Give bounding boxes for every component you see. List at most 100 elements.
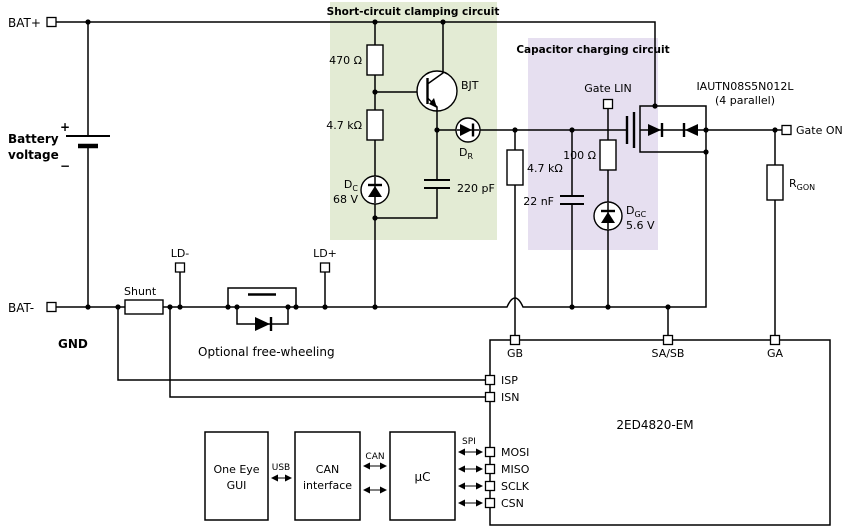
capacitor-220pf-symbol (424, 179, 450, 189)
charge-region (528, 38, 658, 250)
terminal-bat-plus (46, 16, 57, 28)
bjt-emitter-lead (426, 97, 438, 130)
resistor-100 (599, 139, 617, 171)
junction-dot (605, 304, 611, 310)
can-label-line1: CAN (316, 463, 339, 476)
gnd-label: GND (58, 337, 88, 351)
junction-dot (322, 304, 328, 310)
mosfet-body-diode-a (648, 124, 661, 136)
mcu-label: µC (414, 470, 430, 484)
junction-dots (85, 19, 778, 310)
junction-dot (434, 127, 440, 133)
top-rail-wire (56, 21, 656, 106)
zener-dgc-symbol (593, 201, 623, 231)
resistor-100-label: 100 Ω (563, 149, 596, 162)
capacitor-220pf-plates (424, 179, 450, 189)
freewheel-mosfet-symbol (227, 287, 297, 331)
junction-dot (569, 304, 575, 310)
zener-dgc-value: 5.6 V (626, 219, 655, 232)
junction-dot (512, 127, 518, 133)
resistor-rgon (766, 164, 784, 201)
zener-dgc-label: DGC (626, 204, 647, 219)
battery-minus-sign: − (60, 159, 70, 173)
can-interface-box (294, 431, 361, 521)
usb-label: USB (272, 463, 290, 473)
bjt-label: BJT (461, 79, 479, 92)
driver-name-label: 2ED4820-EM (616, 418, 693, 432)
resistor-4k7-clamp (366, 109, 384, 141)
bjt-collector-lead (427, 22, 444, 85)
load-terminal-stubs (179, 272, 326, 307)
resistor-rgon-label: RGON (789, 177, 815, 192)
battery-label-line2: voltage (8, 148, 59, 162)
mosfet-note-label: (4 parallel) (715, 94, 775, 107)
pin-ga-square (769, 334, 781, 346)
zener-dgc-triangle (601, 212, 615, 223)
junction-dot (652, 103, 658, 109)
spi-arrows (457, 448, 484, 507)
battery-plus-sign: + (60, 120, 70, 134)
pin-mosi-square (484, 446, 496, 458)
spi-label: SPI (462, 437, 476, 447)
resistor-shunt (124, 299, 164, 315)
pin-csn-square (484, 497, 496, 509)
gate-on-label: Gate ON (796, 124, 843, 137)
resistor-4k7-gb-label: 4.7 kΩ (527, 162, 563, 175)
driver-box (489, 339, 831, 526)
capacitor-220pf-label: 220 pF (457, 182, 495, 195)
pin-isn-label: ISN (501, 391, 519, 404)
junction-dot (177, 304, 183, 310)
junction-dot (665, 304, 671, 310)
resistor-470-label: 470 Ω (329, 54, 362, 67)
pin-miso-square (484, 463, 496, 475)
bat-plus-label: BAT+ (8, 16, 41, 30)
shunt-label: Shunt (124, 285, 157, 298)
zener-dc-value: 68 V (333, 193, 358, 206)
cap220-branch-wire (375, 130, 438, 219)
bat-minus-label: BAT- (8, 301, 34, 315)
diode-dr-symbol (455, 117, 481, 143)
junction-dot (569, 127, 575, 133)
pin-isp-label: ISP (501, 374, 518, 387)
resistor-470 (366, 44, 384, 76)
bjt-emitter-arrow (429, 98, 437, 108)
freewheel-label: Optional free-wheeling (198, 345, 335, 359)
terminal-ld-plus (319, 262, 331, 273)
mosfet-body-diode-b (685, 124, 698, 136)
terminal-gate-on (781, 124, 792, 136)
zener-dc-symbol (360, 175, 390, 205)
bjt-symbol (416, 22, 458, 130)
ld-minus-label: LD- (171, 247, 190, 260)
mcu-box (389, 431, 456, 521)
junction-dot (372, 89, 378, 95)
terminal-ld-minus (174, 262, 186, 273)
junction-dot (115, 304, 121, 310)
can-label-line2: interface (303, 479, 352, 492)
resistor-4k7-gb (506, 149, 524, 186)
clamp-region-title: Short-circuit clamping circuit (327, 6, 500, 18)
junction-dot (703, 149, 709, 155)
junction-dot (167, 304, 173, 310)
junction-dot (372, 304, 378, 310)
gate-lin-label: Gate LIN (584, 82, 631, 95)
capacitor-22nf-symbol (560, 195, 584, 205)
junction-dot (372, 215, 378, 221)
pin-sclk-label: SCLK (501, 480, 530, 493)
gui-label-line2: GUI (227, 479, 247, 492)
pin-isp-square (484, 374, 496, 386)
pin-mosi-label: MOSI (501, 446, 529, 459)
charge-region-title: Capacitor charging circuit (516, 44, 669, 56)
junction-dot (285, 304, 291, 310)
pin-sclk-square (484, 480, 496, 492)
battery-symbol (66, 135, 110, 149)
junction-dot (293, 304, 299, 310)
pin-ga-label: GA (767, 347, 784, 360)
mosfet-part-label: IAUTN08S5N012L (696, 80, 794, 93)
junction-dot (772, 127, 778, 133)
battery-label-line1: Battery (8, 132, 59, 146)
diode-dr-triangle (460, 124, 472, 136)
junction-dot (85, 304, 91, 310)
terminal-bat-minus (46, 301, 57, 313)
